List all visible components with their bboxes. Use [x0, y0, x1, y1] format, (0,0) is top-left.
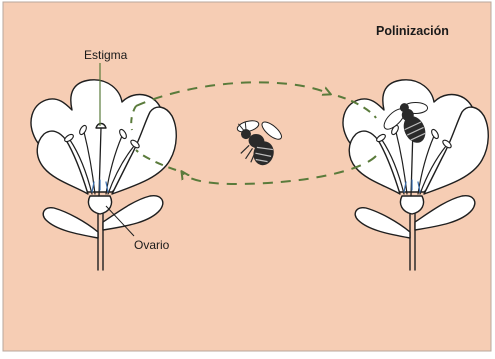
diagram-title: Polinización: [376, 24, 449, 38]
ovary-label: Ovario: [134, 238, 169, 252]
left-flower-stigma: [96, 124, 106, 129]
stigma-label: Estigma: [84, 48, 127, 62]
